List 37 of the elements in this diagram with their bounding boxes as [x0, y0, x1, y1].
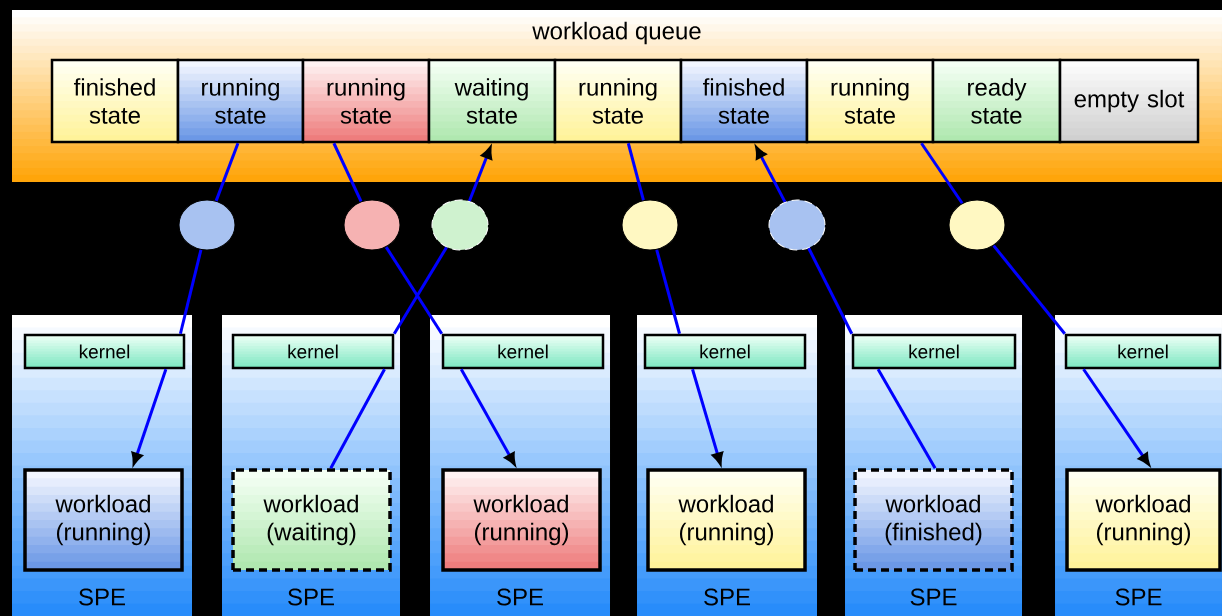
node-label: SPE — [910, 588, 957, 606]
kernel-box: kernel — [851, 333, 1017, 370]
node-label: SPE — [79, 588, 125, 606]
kernel-box: kernel — [643, 333, 807, 370]
workload-box: workload (running) — [646, 468, 807, 572]
queue-slot: finished state — [679, 58, 809, 144]
queue-slot: running state — [176, 58, 305, 144]
token-ellipse — [621, 199, 679, 251]
queue-slot: running state — [805, 58, 935, 144]
workload-box: workload (running) — [441, 468, 602, 572]
connector-arrow — [468, 146, 493, 202]
connector-arrow — [1082, 368, 1150, 466]
queue-slot: finished state — [50, 58, 180, 144]
workload-box: workload (waiting) — [231, 468, 392, 572]
token-ellipse — [768, 199, 826, 251]
workload-box: workload (running) — [1065, 468, 1222, 572]
kernel-box: kernel — [441, 333, 605, 370]
token-ellipse — [431, 199, 489, 251]
queue-slot: running state — [301, 58, 431, 144]
node-label: SPE — [704, 588, 750, 606]
connector-arrow — [459, 368, 516, 466]
node-label: workload queue — [532, 21, 701, 45]
kernel-box: kernel — [23, 333, 186, 370]
queue-slot: ready state — [931, 58, 1062, 144]
workload-box: workload (finished) — [853, 468, 1014, 572]
node-label: SPE — [288, 588, 334, 606]
kernel-box: kernel — [231, 333, 395, 370]
token-ellipse — [343, 199, 401, 251]
queue-slot: empty slot — [1058, 58, 1200, 144]
node-label: SPE — [497, 588, 543, 606]
token-ellipse — [948, 199, 1006, 251]
token-ellipse — [178, 199, 236, 251]
node-label: SPE — [1115, 588, 1162, 606]
queue-slot: waiting state — [427, 58, 557, 144]
queue-slot: running state — [553, 58, 683, 144]
workload-box: workload (running) — [23, 468, 184, 572]
kernel-box: kernel — [1064, 333, 1222, 370]
